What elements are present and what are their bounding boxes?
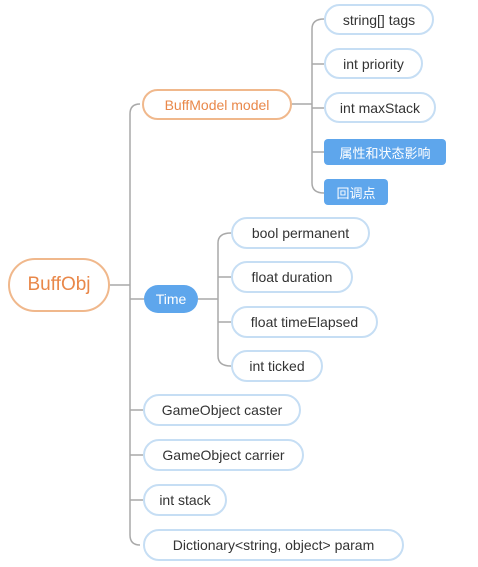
- node-int-maxstack[interactable]: int maxStack: [324, 92, 436, 123]
- node-root-buffobj[interactable]: BuffObj: [8, 258, 110, 312]
- node-int-ticked[interactable]: int ticked: [231, 350, 323, 382]
- node-callback-points[interactable]: 回调点: [324, 179, 388, 205]
- connector-model-trunk: [311, 18, 325, 194]
- node-bool-permanent[interactable]: bool permanent: [231, 217, 370, 249]
- node-gameobject-carrier[interactable]: GameObject carrier: [143, 439, 304, 471]
- connector-time-trunk: [217, 232, 232, 367]
- connector-main-trunk: [129, 103, 141, 546]
- node-dictionary-param[interactable]: Dictionary<string, object> param: [143, 529, 404, 561]
- node-buffmodel-model[interactable]: BuffModel model: [142, 89, 292, 120]
- node-time[interactable]: Time: [144, 285, 198, 313]
- node-gameobject-caster[interactable]: GameObject caster: [143, 394, 301, 426]
- node-float-timeelapsed[interactable]: float timeElapsed: [231, 306, 378, 338]
- node-string-tags[interactable]: string[] tags: [324, 4, 434, 35]
- node-int-priority[interactable]: int priority: [324, 48, 423, 79]
- node-attribute-state-effects[interactable]: 属性和状态影响: [324, 139, 446, 165]
- node-int-stack[interactable]: int stack: [143, 484, 227, 516]
- node-float-duration[interactable]: float duration: [231, 261, 353, 293]
